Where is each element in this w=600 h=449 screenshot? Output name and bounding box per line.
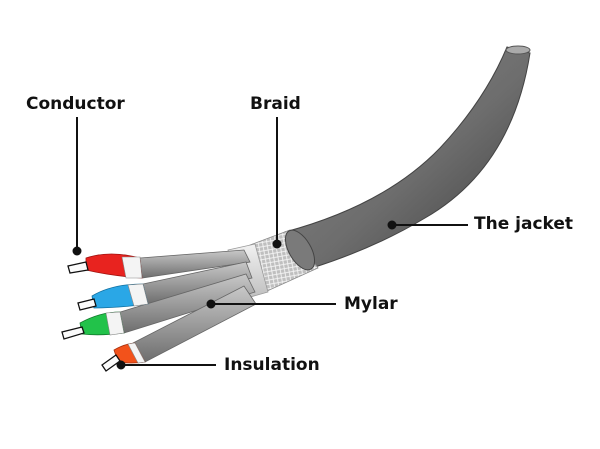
wire-2-white-sleeve xyxy=(127,283,149,307)
wire-1-white-sleeve xyxy=(121,256,143,279)
mylar-leader-dot xyxy=(206,299,216,309)
jacket-body xyxy=(284,46,531,269)
label-jacket: The jacket xyxy=(474,214,574,234)
insulation-leader-dot xyxy=(116,360,126,370)
jacket-cut-end xyxy=(284,229,316,271)
wire-4-conductor-tip xyxy=(101,354,121,372)
wire-3-conductor-tip xyxy=(61,326,85,340)
jacket-leader-dot xyxy=(387,220,397,230)
braid-leader-dot xyxy=(272,239,282,249)
wire-1-conductor-tip xyxy=(67,261,89,274)
label-conductor: Conductor xyxy=(26,94,125,114)
jacket-top-end xyxy=(505,45,531,55)
label-insulation: Insulation xyxy=(224,355,320,375)
conductor-leader-dot xyxy=(72,246,82,256)
wire-3-white-sleeve xyxy=(105,311,125,336)
label-braid: Braid xyxy=(250,94,301,114)
label-mylar: Mylar xyxy=(344,294,398,314)
wire-4-white-sleeve xyxy=(127,342,146,364)
wire-2-conductor-tip xyxy=(77,298,97,311)
